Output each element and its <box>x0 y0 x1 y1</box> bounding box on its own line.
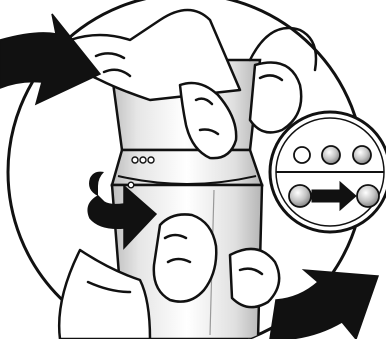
dot-indicator-icon <box>132 157 138 163</box>
dot-indicator-icon <box>357 185 379 207</box>
dot-indicator-icon <box>128 182 134 188</box>
dot-indicator-icon <box>148 157 154 163</box>
dot-indicator-icon <box>289 185 311 207</box>
dot-indicator-icon <box>353 146 371 164</box>
detail-inset <box>270 112 386 232</box>
dot-indicator-icon <box>294 147 310 163</box>
dot-indicator-icon <box>322 146 340 164</box>
dot-indicator-icon <box>140 157 146 163</box>
